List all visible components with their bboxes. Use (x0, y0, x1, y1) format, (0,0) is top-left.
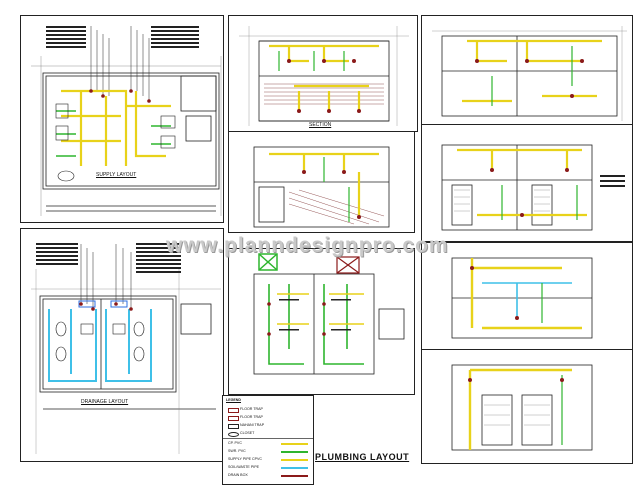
elevation-5-drawing (451, 257, 593, 339)
legend-item: SWR. PVC (226, 448, 310, 455)
elevation-4-drawing (441, 144, 625, 231)
cp-pvc-line-icon (281, 443, 308, 445)
drainage-plan-drawing (31, 243, 221, 454)
legend-item: SOIL/WASTE PIPE (226, 464, 310, 471)
nahani-trap-icon (228, 424, 239, 429)
panel-elevation-5 (421, 242, 633, 350)
elevation-6-drawing (451, 364, 593, 451)
closet-icon (228, 432, 239, 437)
panel-drainage-plan: DRAINAGE LAYOUT (20, 228, 224, 462)
elevation-2-drawing (432, 26, 627, 121)
legend-item: FLOOR TRAP (226, 406, 310, 413)
panel-elevation-6 (421, 349, 633, 464)
panel-elevation-2 (421, 15, 633, 125)
legend-item: CP. PVC (226, 440, 310, 447)
legend-item: FLOOR TRAP (226, 414, 310, 421)
panel-supply-plan: SUPPLY LAYOUT (20, 15, 224, 223)
legend-item: DRAIN BOX (226, 472, 310, 479)
supply-plan-label: SUPPLY LAYOUT (96, 172, 137, 178)
sheet-title: PLUMBING LAYOUT (315, 452, 410, 462)
supply-plan-drawing (31, 26, 222, 216)
floor-trap-icon (228, 416, 239, 421)
supply-pipe-line-icon (281, 459, 308, 461)
floor-trap-icon (228, 408, 239, 413)
elevation-1-drawing (239, 26, 409, 126)
watermark-text: www.planndesignpro.com (166, 234, 449, 257)
soil-pipe-line-icon (281, 467, 308, 469)
panel-elevation-3 (228, 131, 415, 233)
swr-pvc-line-icon (281, 451, 308, 453)
drainage-plan-2-drawing (253, 253, 405, 375)
legend-header: LEGEND (226, 398, 241, 402)
drainage-plan-label: DRAINAGE LAYOUT (81, 399, 129, 405)
legend-item: CLOSET (226, 430, 310, 437)
elevation-3-drawing (253, 146, 390, 228)
drain-box-line-icon (281, 475, 308, 477)
elevation-1-label: SECTION (309, 122, 332, 128)
panel-elevation-4 (421, 124, 633, 242)
legend-item: NAHANI TRAP (226, 422, 310, 429)
panel-elevation-1: SECTION (228, 15, 418, 132)
panel-drainage-plan-2 (228, 248, 415, 395)
legend-box: LEGEND FLOOR TRAP FLOOR TRAP NAHANI TRAP… (222, 395, 314, 485)
legend-item: SUPPLY PIPE CPVC (226, 456, 310, 463)
